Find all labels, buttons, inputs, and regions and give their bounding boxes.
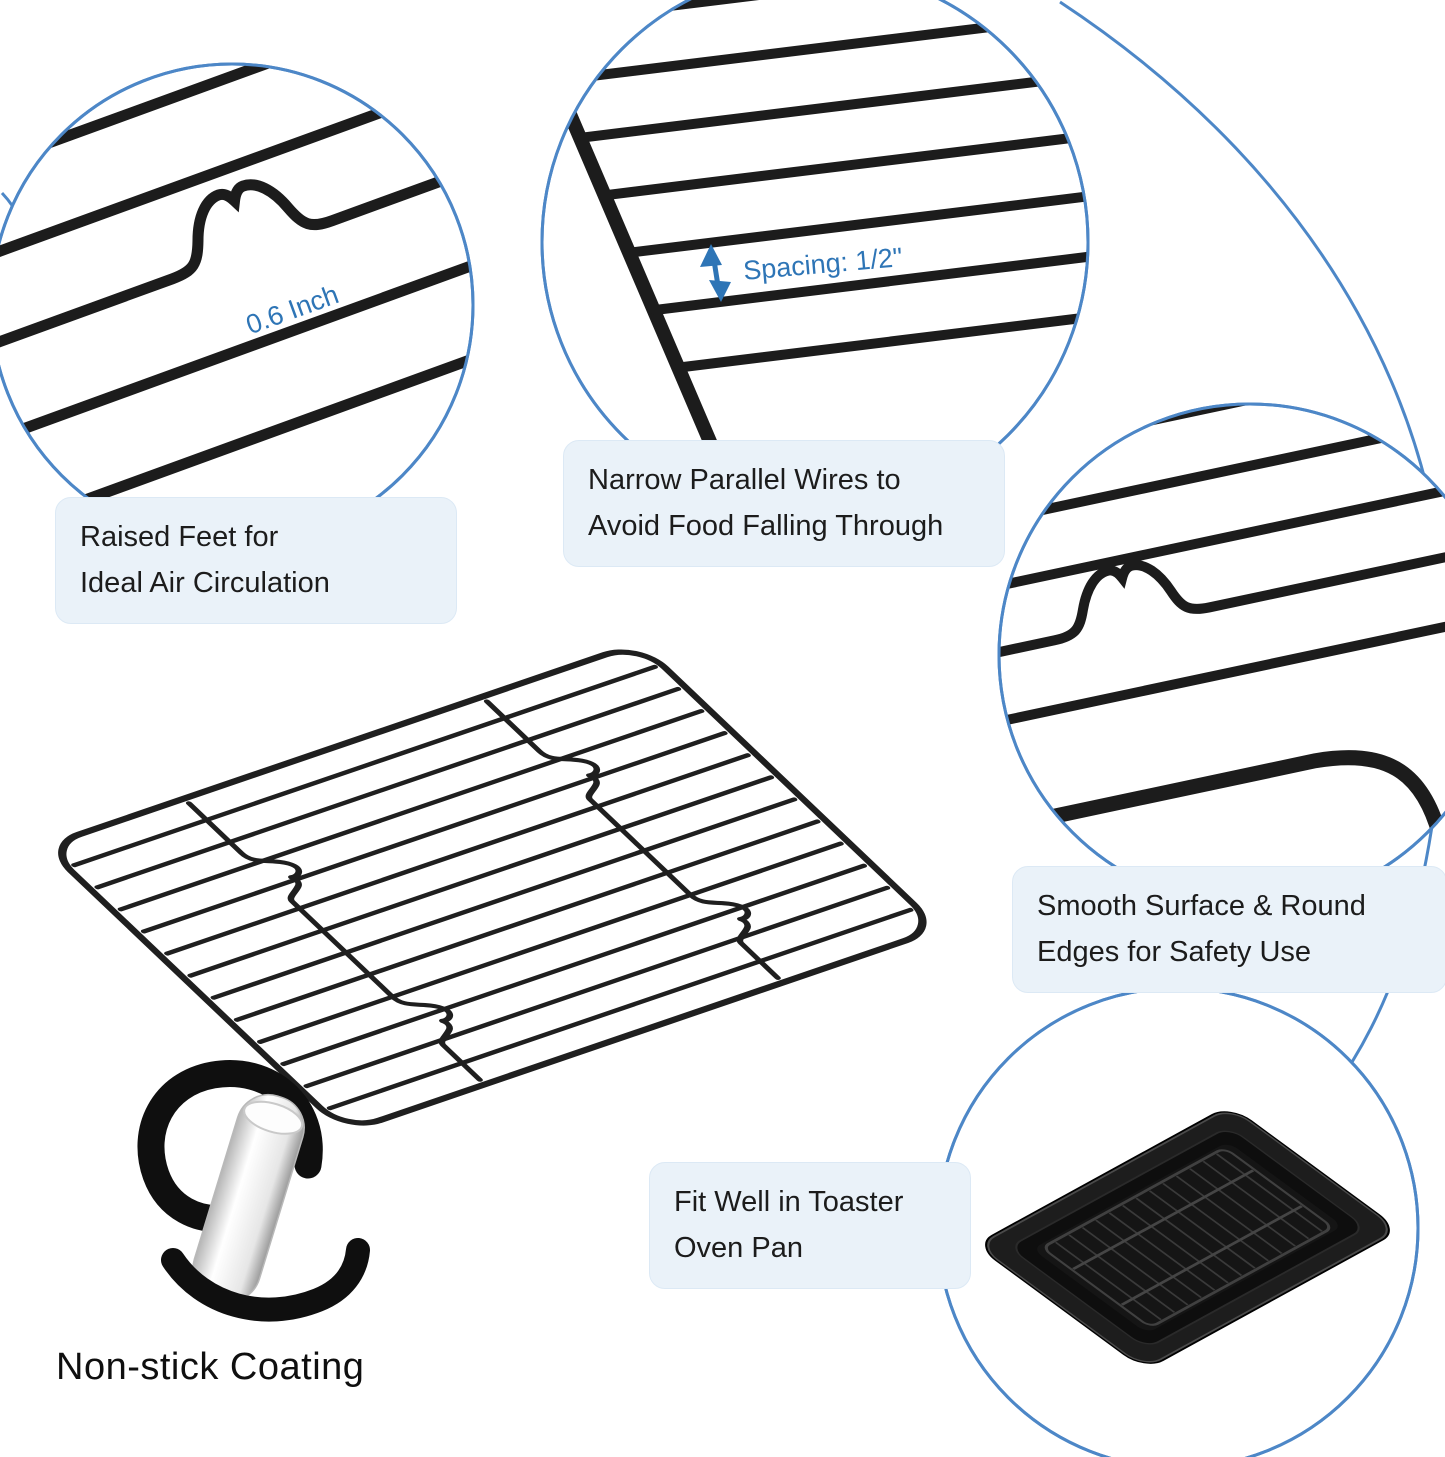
zoom-circle-wire-spacing: [540, 0, 1090, 517]
feature-box-narrow-wires: Narrow Parallel Wires to Avoid Food Fall…: [563, 440, 1005, 567]
feature-box-raised-feet-line2: Ideal Air Circulation: [80, 567, 330, 600]
feature-box-narrow-wires-line1: Narrow Parallel Wires to: [588, 464, 901, 496]
feature-box-smooth-edges-line2: Edges for Safety Use: [1037, 936, 1312, 969]
feature-box-fit-oven: Fit Well in Toaster Oven Pan: [649, 1162, 971, 1289]
zoom-circle-raised-feet: [0, 62, 475, 548]
feature-box-smooth-edges-line1: Smooth Surface & Round: [1037, 890, 1366, 922]
feature-box-narrow-wires-line2: Avoid Food Falling Through: [588, 510, 944, 543]
spacing-arrow: [700, 244, 731, 302]
toaster-oven-pan: [985, 1111, 1390, 1364]
feature-box-smooth-edges: Smooth Surface & Round Edges for Safety …: [1012, 866, 1445, 993]
feature-box-fit-oven-line1: Fit Well in Toaster: [674, 1186, 904, 1218]
nonstick-coating-roll: [137, 1060, 370, 1322]
nonstick-coating-caption: Non-stick Coating: [56, 1346, 365, 1388]
cooling-rack-illustration: [58, 649, 927, 1126]
zoom-circle-toaster-pan: [936, 986, 1420, 1457]
feature-box-raised-feet: Raised Feet for Ideal Air Circulation: [55, 497, 457, 624]
zoom-circle-smooth-edges: [997, 402, 1445, 908]
feature-box-raised-feet-line1: Raised Feet for: [80, 521, 279, 553]
feature-box-fit-oven-line2: Oven Pan: [674, 1232, 803, 1265]
